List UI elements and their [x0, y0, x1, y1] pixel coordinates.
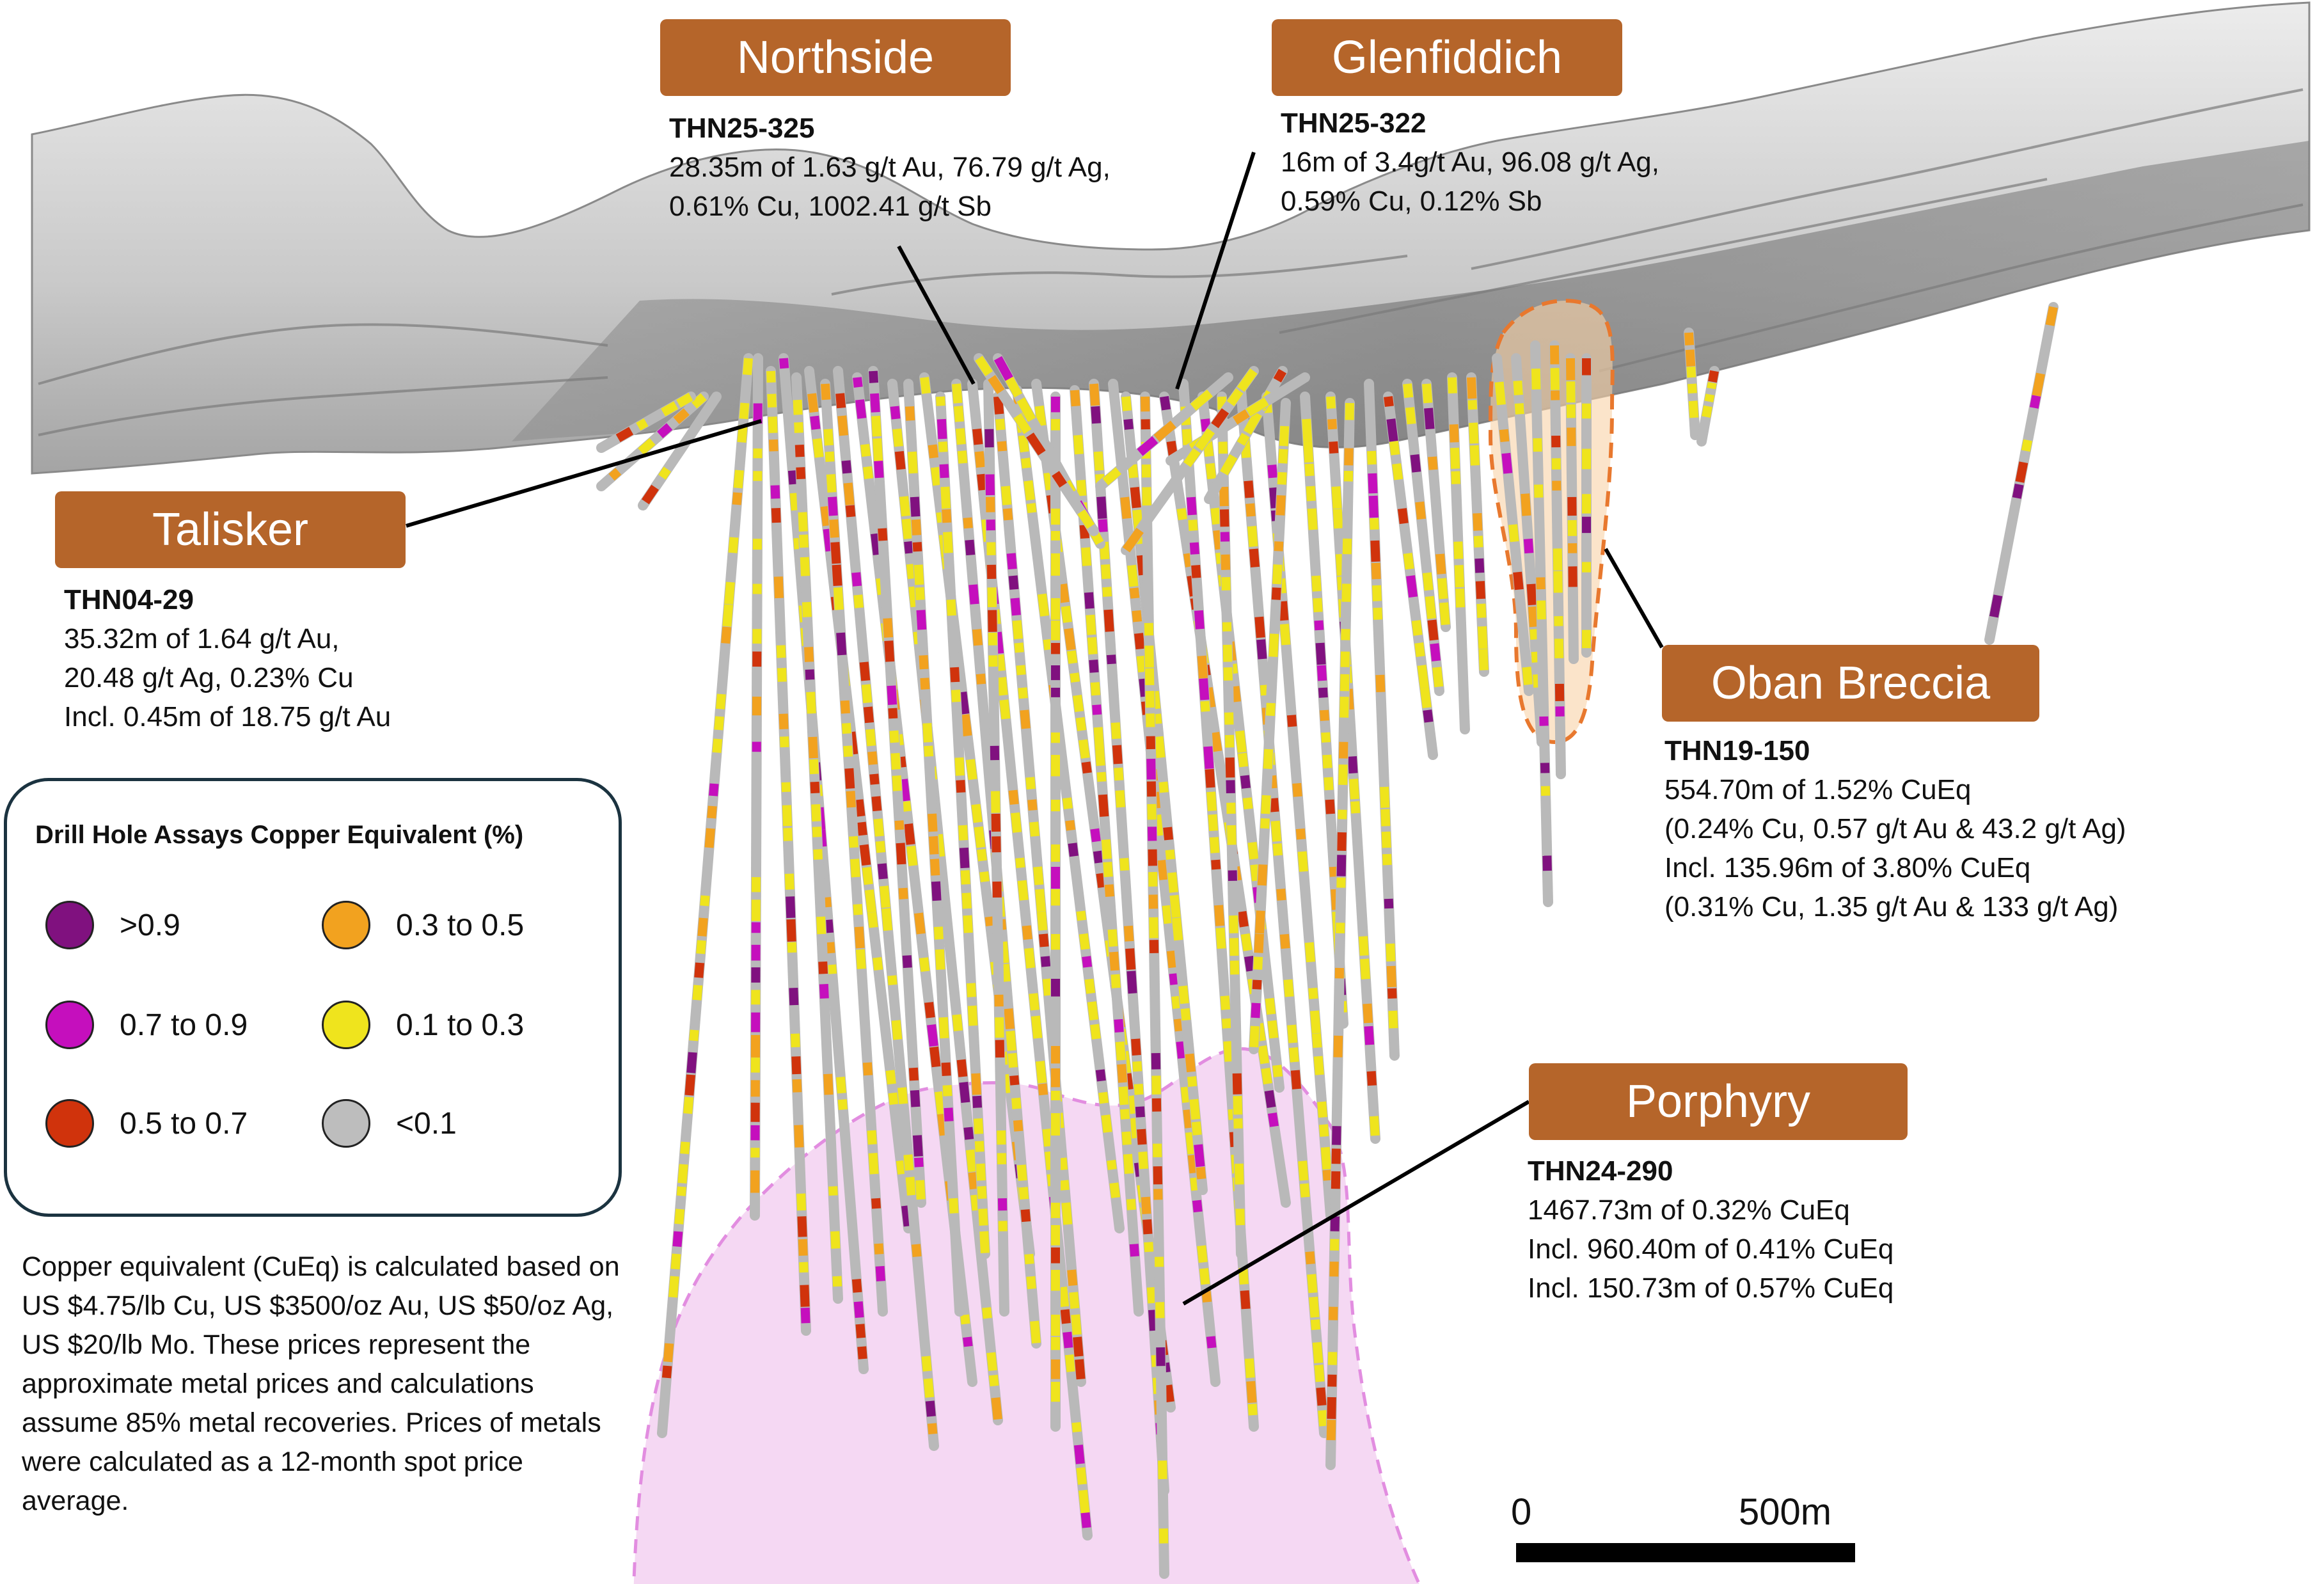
northside-label: Northside: [660, 19, 1011, 96]
scale-bar-end-label: 500m: [1739, 1491, 1832, 1533]
oban-leader-line: [1604, 548, 1664, 649]
legend-swatch: [45, 901, 94, 949]
porphyry-assay-line: Incl. 150.73m of 0.57% CuEq: [1528, 1272, 1894, 1304]
drill-hole: [657, 353, 754, 1438]
porphyry-label: Porphyry: [1529, 1063, 1908, 1140]
drill-hole: [791, 372, 843, 1304]
drill-hole: [1492, 353, 1534, 696]
oban-breccia-hole-id: THN19-150: [1664, 735, 1810, 766]
drill-hole: [951, 379, 1041, 1349]
talisker-assay-line: Incl. 0.45m of 18.75 g/t Au: [64, 701, 391, 733]
drill-hole: [1364, 379, 1400, 1061]
drill-hole: [935, 392, 990, 1259]
drill-hole: [868, 366, 926, 1208]
topography-shadow-band: [512, 141, 2309, 448]
drill-hole: [1095, 372, 1233, 491]
talisker-annotation: THN04-29 35.32m of 1.64 g/t Au, 20.48 g/…: [64, 580, 391, 736]
drill-hole: [820, 379, 888, 1317]
porphyry-hole-id: THN24-290: [1528, 1155, 1673, 1187]
drill-hole: [1466, 372, 1489, 677]
northside-annotation: THN25-325 28.35m of 1.63 g/t Au, 76.79 g…: [669, 109, 1111, 226]
legend-label: 0.3 to 0.5: [396, 908, 525, 942]
leader-lines: [406, 152, 1664, 1306]
talisker-assay-line: 20.48 g/t Ag, 0.23% Cu: [64, 662, 354, 693]
drill-hole: [766, 366, 811, 1336]
drill-hole: [903, 379, 965, 1317]
topography-ridges: [38, 88, 2304, 436]
talisker-leader-line: [406, 419, 762, 528]
legend-swatch: [322, 901, 370, 949]
drill-hole: [596, 392, 696, 453]
drill-hole: [638, 392, 722, 511]
porphyry-assay-line: Incl. 960.40m of 0.41% CuEq: [1528, 1233, 1894, 1265]
northside-assay-line: 28.35m of 1.63 g/t Au, 76.79 g/t Ag,: [669, 152, 1111, 183]
northside-assay-line: 0.61% Cu, 1002.41 g/t Sb: [669, 191, 992, 222]
glenfiddich-assay-line: 0.59% Cu, 0.12% Sb: [1281, 186, 1542, 217]
legend-swatch: [45, 1001, 94, 1049]
drill-hole: [1249, 398, 1291, 1054]
legend-label: 0.7 to 0.9: [120, 1008, 248, 1042]
assay-legend: Drill Hole Assays Copper Equivalent (%) …: [4, 778, 622, 1217]
glenfiddich-label: Glenfiddich: [1272, 19, 1622, 96]
drill-hole: [1383, 392, 1438, 760]
drill-hole: [1402, 379, 1444, 696]
drill-hole: [1549, 340, 1566, 779]
oban-breccia-assay-line: Incl. 135.96m of 3.80% CuEq: [1664, 852, 2031, 883]
drill-hole: [1325, 398, 1355, 1470]
drill-hole: [779, 353, 869, 1374]
legend-swatch: [45, 1099, 94, 1148]
talisker-assay-line: 35.32m of 1.64 g/t Au,: [64, 623, 340, 654]
oban-breccia-annotation: THN19-150 554.70m of 1.52% CuEq (0.24% C…: [1664, 731, 2126, 926]
porphyry-assay-line: 1467.73m of 0.32% CuEq: [1528, 1194, 1850, 1226]
drill-hole: [993, 392, 1086, 1387]
drill-hole: [1140, 392, 1169, 1579]
drill-hole: [596, 392, 709, 491]
porphyry-annotation: THN24-290 1467.73m of 0.32% CuEq Incl. 9…: [1528, 1152, 1893, 1308]
drill-hole: [1530, 340, 1553, 907]
porphyry-leader-line: [1182, 1100, 1530, 1306]
northside-hole-id: THN25-325: [669, 113, 815, 144]
talisker-label: Talisker: [55, 491, 406, 568]
legend-swatch: [322, 1099, 370, 1148]
legend-swatch: [322, 1001, 370, 1049]
oban-breccia-assay-line: 554.70m of 1.52% CuEq: [1664, 774, 1972, 805]
glenfiddich-assay-line: 16m of 3.4g/t Au, 96.08 g/t Ag,: [1281, 147, 1659, 178]
drill-hole: [1696, 366, 1719, 447]
drill-hole: [1511, 353, 1547, 747]
drill-hole: [1565, 353, 1579, 664]
legend-label: <0.1: [396, 1107, 457, 1141]
glenfiddich-leader-line: [1175, 152, 1256, 390]
legend-label: >0.9: [120, 908, 180, 942]
drill-hole: [1421, 379, 1451, 632]
glenfiddich-annotation: THN25-322 16m of 3.4g/t Au, 96.08 g/t Ag…: [1281, 104, 1659, 221]
cueq-footnote: Copper equivalent (CuEq) is calculated b…: [22, 1251, 620, 1516]
glenfiddich-hole-id: THN25-322: [1281, 107, 1427, 139]
oban-breccia-assay-line: (0.31% Cu, 1.35 g/t Au & 133 g/t Ag): [1664, 891, 2119, 923]
drill-holes: [596, 302, 2059, 1579]
oban-breccia-assay-line: (0.24% Cu, 0.57 g/t Au & 43.2 g/t Ag): [1664, 813, 2126, 844]
legend-title: Drill Hole Assays Copper Equivalent (%): [35, 821, 524, 849]
legend-label: 0.1 to 0.3: [396, 1008, 525, 1042]
drill-hole: [750, 353, 763, 1221]
drill-hole: [1121, 366, 1259, 555]
oban-breccia-label: Oban Breccia: [1662, 645, 2039, 722]
drill-hole: [833, 366, 939, 1451]
northside-leader-line: [897, 245, 976, 385]
legend-label: 0.5 to 0.7: [120, 1107, 248, 1141]
drill-hole: [1984, 302, 2059, 645]
drill-hole: [804, 366, 913, 1233]
drill-hole: [1217, 392, 1246, 1259]
scale-bar-start-label: 0: [1511, 1491, 1532, 1533]
drill-hole: [1684, 328, 1700, 440]
drill-hole: [983, 379, 1009, 1317]
drill-hole: [1447, 372, 1470, 734]
scale-bar: [1516, 1543, 1855, 1562]
drill-hole: [974, 353, 1099, 536]
talisker-hole-id: THN04-29: [64, 584, 194, 615]
